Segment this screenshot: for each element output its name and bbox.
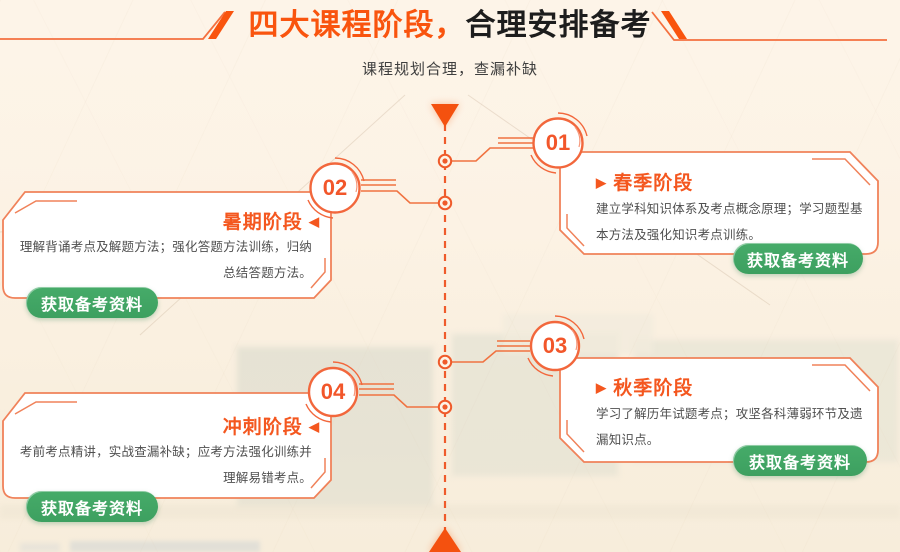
stage-number-01: 01 [545, 130, 571, 155]
stage-title-text: 秋季阶段 [613, 378, 694, 399]
timeline-node-icon [437, 354, 453, 370]
badge-circle-01 [530, 112, 588, 174]
timeline-bottom-arrow-icon [429, 528, 461, 552]
stage-number-03: 03 [542, 333, 568, 358]
timeline-top-arrow-icon [431, 104, 459, 127]
get-materials-button-spring[interactable]: 获取备考资料 [733, 243, 863, 274]
stage-desc-sprint: 考前考点精讲，实战查漏补缺；应考方法强化训练并理解易错考点。 [19, 445, 312, 485]
get-materials-button-sprint[interactable]: 获取备考资料 [26, 491, 158, 522]
triangle-left-icon: ◀ [309, 214, 320, 229]
stage-desc-autumn: 学习了解历年试题考点；攻坚各科薄弱环节及遗漏知识点。 [596, 407, 863, 447]
stage-title-text: 春季阶段 [613, 173, 694, 194]
badge-circle-02 [307, 157, 365, 219]
stage-connectors [359, 137, 533, 408]
stage-badges [305, 112, 588, 423]
stage-title-text: 冲刺阶段 [222, 417, 303, 438]
timeline-nodes [437, 153, 453, 415]
stage-number-02: 02 [322, 175, 348, 200]
stage-title-sprint: 冲刺阶段 ◀ [60, 412, 320, 439]
timeline [429, 104, 461, 552]
get-materials-button-summer[interactable]: 获取备考资料 [26, 287, 158, 318]
get-materials-button-autumn[interactable]: 获取备考资料 [733, 445, 867, 476]
stage-desc-spring: 建立学科知识体系及考点概念原理；学习题型基本方法及强化知识考点训练。 [596, 202, 863, 242]
stage-number-04: 04 [320, 379, 346, 404]
timeline-node-icon [437, 399, 453, 415]
timeline-node-icon [437, 195, 453, 211]
header-ornament [0, 11, 887, 41]
header-slash-left-icon [208, 11, 234, 39]
stage-title-spring: ▶ 春季阶段 [596, 168, 866, 195]
stage-title-autumn: ▶ 秋季阶段 [596, 373, 866, 400]
stage-title-text: 暑期阶段 [222, 212, 303, 233]
stage-cards [2, 151, 879, 499]
header-slash-right-icon [661, 11, 687, 39]
stage-title-summer: 暑期阶段 ◀ [60, 207, 320, 234]
page-title: 四大课程阶段，合理安排备考 [0, 8, 900, 44]
triangle-right-icon: ▶ [596, 380, 607, 395]
page-subtitle: 课程规划合理，查漏补缺 [361, 61, 538, 78]
timeline-node-icon [437, 153, 453, 169]
page-title-highlight: 四大课程阶段， [248, 9, 466, 42]
page-title-rest: 合理安排备考 [465, 9, 652, 42]
triangle-right-icon: ▶ [596, 175, 607, 190]
stage-desc-summer: 理解背诵考点及解题方法；强化答题方法训练，归纳总结答题方法。 [19, 240, 312, 280]
badge-circle-04 [305, 361, 363, 423]
triangle-left-icon: ◀ [309, 419, 320, 434]
badge-circle-03 [527, 315, 585, 377]
